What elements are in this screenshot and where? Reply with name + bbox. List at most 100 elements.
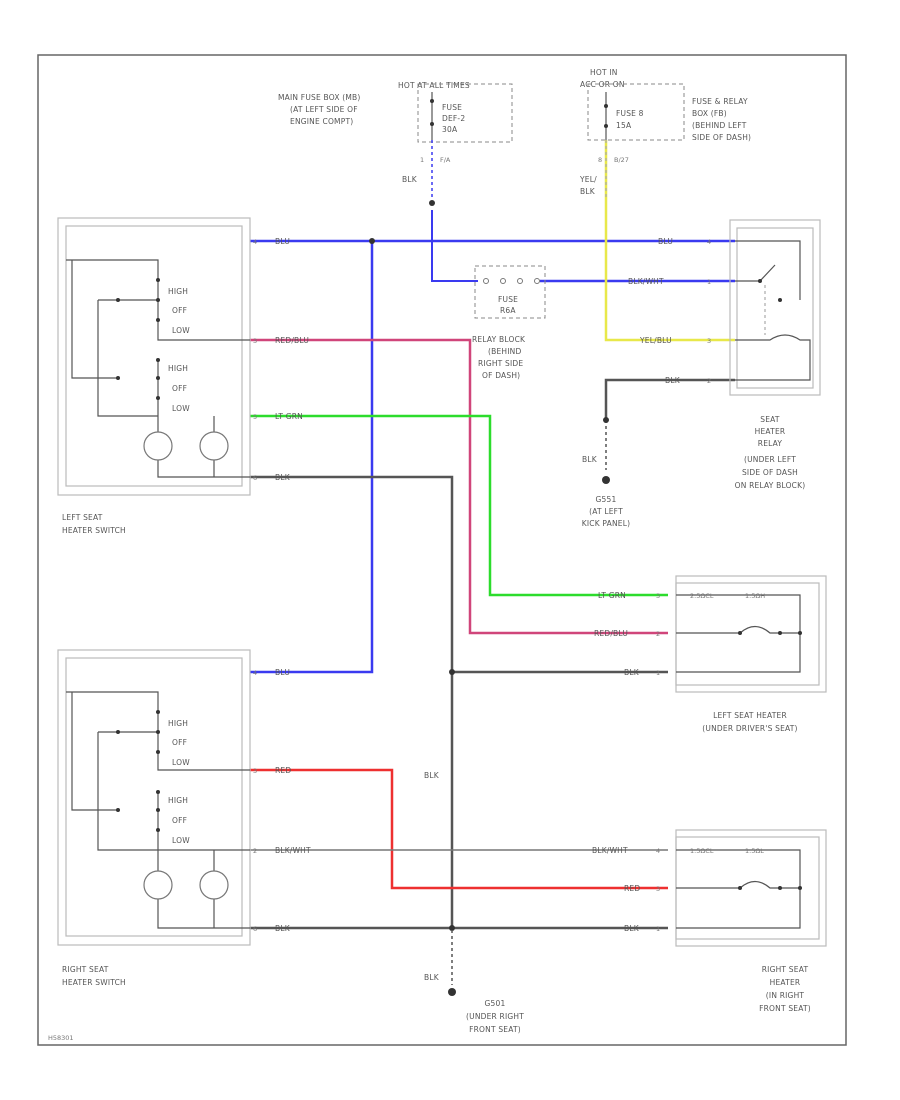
right-sw-pin-4: 4 xyxy=(253,669,257,677)
blk-splice-2 xyxy=(449,925,455,931)
g501-label-2: (UNDER RIGHT xyxy=(466,1012,524,1021)
g551-ground-symbol xyxy=(602,476,610,484)
fuse-relay-box-label: FUSE & RELAY xyxy=(692,97,748,106)
left-heater-label-2: (UNDER DRIVER'S SEAT) xyxy=(702,724,797,733)
left-sw-pin-3: 3 xyxy=(253,337,257,345)
left-heater-wire-redblu: RED/BLU xyxy=(594,629,628,638)
relay-pin-1: 1 xyxy=(707,278,711,286)
relay-contact-wire xyxy=(735,240,801,300)
wire-blk-to-relay-fuse xyxy=(431,210,478,282)
right-sw-dot-4 xyxy=(116,730,120,734)
left-switch-inner-box xyxy=(65,225,243,487)
relay-fuse-term-2 xyxy=(500,278,506,284)
left-sw-pos-low-1: LOW xyxy=(172,326,190,335)
g501-wire-mid: BLK xyxy=(424,771,440,780)
left-heater-inner-box xyxy=(675,582,820,686)
right-sw-dot-1 xyxy=(156,710,160,714)
right-heater-label: RIGHT SEAT xyxy=(762,965,809,974)
left-seat-heater: LT GRN RED/BLU BLK 3 2 1 2.5ΩCL 1.5ΩH LE… xyxy=(594,575,827,733)
right-switch-outer-box xyxy=(57,649,251,946)
fuse-relay-box-label-3: (BEHIND LEFT xyxy=(692,121,747,130)
right-thermo-dot-2 xyxy=(778,886,782,890)
fuse8-dot-bottom xyxy=(604,124,608,128)
fuse-def2-label: FUSE xyxy=(442,103,462,112)
left-switch-lamp-icon-1 xyxy=(143,431,173,461)
fuse8-dot-top xyxy=(604,104,608,108)
left-sw-pos-high-1: HIGH xyxy=(168,287,188,296)
main-fuse-box-label: MAIN FUSE BOX (MB) xyxy=(278,93,361,102)
left-heater-element-1: 2.5ΩCL xyxy=(690,592,714,600)
right-seat-heater-switch: HIGH OFF LOW HIGH OFF LOW 4 3 2 6 BLU RE… xyxy=(57,649,311,987)
left-sw-dot-3 xyxy=(156,318,160,322)
relay-contact xyxy=(778,298,782,302)
relay-label: SEAT xyxy=(760,415,780,424)
right-heater-wire-red: RED xyxy=(624,884,640,893)
diagram-code: H58301 xyxy=(48,1034,74,1042)
right-sw-pos-off-1: OFF xyxy=(172,738,187,747)
relay-fuse-term-3 xyxy=(517,278,523,284)
relay-fuse-term-4 xyxy=(534,278,540,284)
left-sw-dot-1 xyxy=(156,278,160,282)
g551-label: G551 xyxy=(596,495,617,504)
blk-splice-1 xyxy=(449,669,455,675)
right-sw-pin-3: 3 xyxy=(253,767,257,775)
wire-blk-left-switch xyxy=(250,475,454,930)
left-switch-arm-1 xyxy=(157,268,250,341)
right-heater-wire-blk: BLK xyxy=(624,924,640,933)
g501-label-3: FRONT SEAT) xyxy=(469,1025,521,1034)
g501-label: G501 xyxy=(485,999,506,1008)
right-sw-dot-7 xyxy=(156,828,160,832)
relay-block-label-4: OF DASH) xyxy=(482,371,520,380)
g551-node xyxy=(603,417,609,423)
left-sw-wire-redblu: RED/BLU xyxy=(275,336,309,345)
left-heater-pin-2: 2 xyxy=(656,630,660,638)
left-thermo-dot-3 xyxy=(798,631,802,635)
right-switch-arm-2 xyxy=(157,792,250,929)
left-thermo-dot-2 xyxy=(778,631,782,635)
left-sw-pos-off-2: OFF xyxy=(172,384,187,393)
right-switch-inner-box xyxy=(65,657,243,937)
right-switch-loop-2 xyxy=(97,732,250,851)
left-sw-dot-4 xyxy=(116,298,120,302)
left-sw-wire-ltgrn: LT GRN xyxy=(275,412,303,421)
right-switch-arm-1 xyxy=(157,700,250,771)
relay-label-5: SIDE OF DASH xyxy=(742,468,798,477)
left-sw-wire-blk: BLK xyxy=(275,473,291,482)
left-sw-pin-4: 4 xyxy=(253,238,257,246)
main-wire-color: BLK xyxy=(402,175,418,184)
right-thermo-dot-3 xyxy=(798,886,802,890)
right-switch-lamp-icon-1 xyxy=(143,870,173,900)
right-seat-heater: BLK/WHT RED BLK 4 3 1 1.5ΩCL 1.5ΩL RIGHT… xyxy=(592,829,827,1013)
relay-fuse-label: FUSE xyxy=(498,295,518,304)
right-sw-wire-blkwht: BLK/WHT xyxy=(275,846,311,855)
left-heater-wire-blk: BLK xyxy=(624,668,640,677)
wire-red-blu xyxy=(250,338,668,635)
main-fuse-box-label-2: (AT LEFT SIDE OF xyxy=(290,105,358,114)
right-sw-dot-8 xyxy=(116,808,120,812)
left-heater-wire-ltgrn: LT GRN xyxy=(598,591,626,600)
right-sw-pin-6: 6 xyxy=(253,925,257,933)
left-heater-pin-1: 1 xyxy=(656,669,660,677)
relay-block-label-2: (BEHIND xyxy=(488,347,521,356)
right-heater-pin-3: 3 xyxy=(656,885,660,893)
left-switch-label: LEFT SEAT xyxy=(62,513,103,522)
relay-wire-2: BLK/WHT xyxy=(628,277,664,286)
fuse-8-label: FUSE 8 xyxy=(616,109,644,118)
left-sw-dot-8 xyxy=(116,376,120,380)
left-sw-dot-2 xyxy=(156,298,160,302)
fuse-dot-top xyxy=(430,99,434,103)
wire-relay-ground xyxy=(604,378,735,420)
fuse-dot-bottom xyxy=(430,122,434,126)
right-sw-pos-high-1: HIGH xyxy=(168,719,188,728)
right-sw-dot-5 xyxy=(156,790,160,794)
hot-at-all-times-label: HOT AT ALL TIMES xyxy=(398,81,470,90)
right-sw-dot-6 xyxy=(156,808,160,812)
left-switch-arm-2 xyxy=(157,360,250,478)
main-fuse-box-outline xyxy=(417,83,513,143)
left-switch-loop-2 xyxy=(97,300,158,417)
g551-label-2: (AT LEFT xyxy=(589,507,623,516)
right-heater-label-2: HEATER xyxy=(770,978,801,987)
right-sw-dot-3 xyxy=(156,750,160,754)
relay-pin-2: 2 xyxy=(707,377,711,385)
left-seat-heater-switch: HIGH OFF LOW HIGH OFF LOW 4 3 5 6 BLU RE… xyxy=(57,217,309,535)
